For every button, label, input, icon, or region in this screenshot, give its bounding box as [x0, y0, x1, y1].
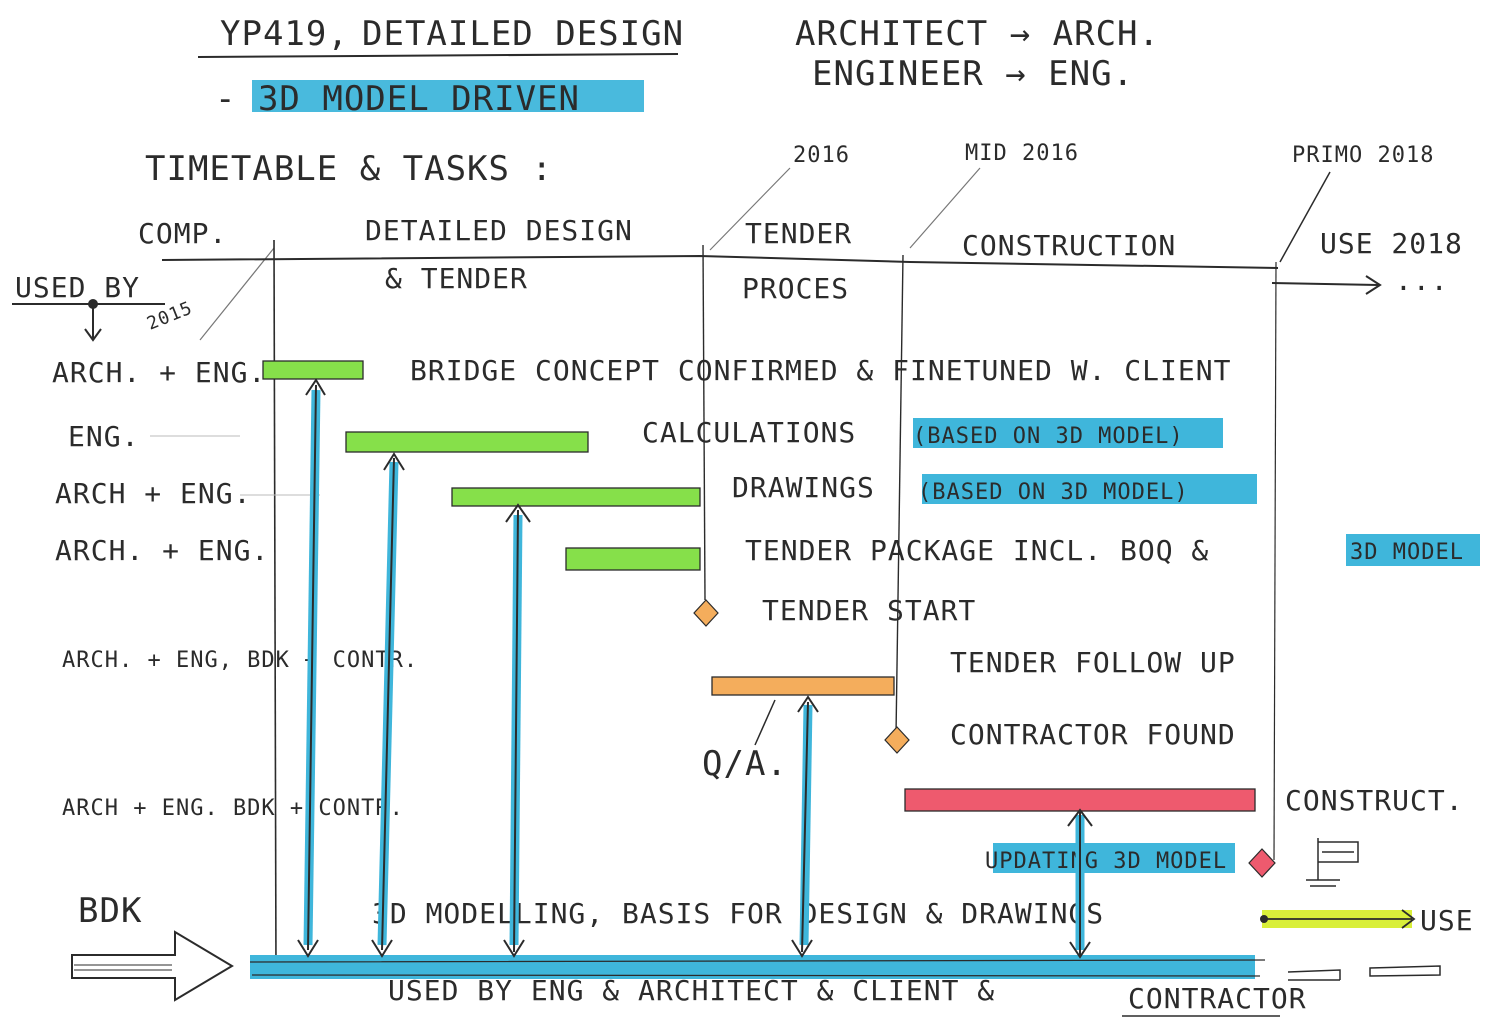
task-bridge-concept: BRIDGE CONCEPT CONFIRMED & FINETUNED W. …	[410, 354, 1231, 387]
connector-arrow-1	[297, 378, 326, 958]
qa-pointer	[754, 699, 776, 746]
subtitle: - 3D MODEL DRIVEN	[215, 79, 580, 119]
bar-bridge-concept-outline	[262, 360, 364, 380]
actor-row-1: ARCH. + ENG.	[52, 356, 266, 389]
bar-calculations-outline	[345, 431, 589, 453]
actor-row-2: ENG.	[68, 420, 139, 453]
bdk-arrow-fill-lines	[74, 964, 172, 971]
task-contractor-found: CONTRACTOR FOUND	[950, 718, 1236, 751]
actor-row-8: ARCH + ENG. BDK + CONTR.	[62, 796, 404, 821]
highlight-3d-model-driven	[252, 80, 644, 112]
phase-detailed-design: DETAILED DESIGN	[365, 214, 633, 247]
use-arrow-head	[1365, 275, 1382, 295]
abbrev-architect: ARCHITECT → ARCH.	[795, 14, 1160, 54]
milestone-diamond-use	[1248, 848, 1276, 878]
task-tender-package-note: 3D MODEL	[1350, 540, 1464, 565]
bridge-sketch-icon-1	[1287, 969, 1341, 981]
phase-comp: COMP.	[138, 217, 227, 250]
timetable-heading: TIMETABLE & TASKS :	[145, 149, 553, 189]
bar-bridge-concept	[263, 361, 363, 379]
bar-drawings-outline	[451, 487, 701, 507]
bdk-input-arrow	[71, 930, 234, 1002]
task-tender-package: TENDER PACKAGE INCL. BOQ &	[745, 534, 1209, 567]
bar-tender-follow-up-outline	[711, 676, 895, 696]
finish-flag-icon	[1306, 838, 1359, 887]
timeline-axis	[161, 254, 1279, 269]
task-tender-follow-up: TENDER FOLLOW UP	[950, 646, 1236, 679]
bridge-sketch-icon-2	[1369, 965, 1441, 977]
use-start-dot	[1260, 915, 1268, 923]
milestone-diamond-contractor-found	[884, 726, 910, 754]
model-connector-arrows	[297, 378, 1093, 959]
use-arrow	[1262, 909, 1416, 929]
divider-primo-2018	[1273, 261, 1277, 861]
abbrev-engineer: ENGINEER → ENG.	[812, 54, 1134, 94]
bar-calculations	[346, 432, 588, 452]
milestone-2016: 2016	[793, 143, 850, 168]
task-drawings: DRAWINGS	[732, 471, 875, 504]
phase-continuation-dots: ...	[1395, 264, 1449, 297]
highlight-3d-model-note	[1346, 534, 1480, 566]
highlight-calc-note	[913, 418, 1223, 448]
bottom-used-by-label: USED BY ENG & ARCHITECT & CLIENT &	[388, 974, 995, 1007]
phase-use-2018: USE 2018	[1320, 227, 1463, 260]
page-title: DETAILED DESIGN	[362, 14, 684, 54]
bottom-modelling-label: 3D MODELLING, BASIS FOR DESIGN & DRAWING…	[372, 897, 1104, 930]
use-arrow-line	[1271, 282, 1379, 286]
used-by-down-arrow	[84, 304, 102, 342]
connector-arrow-4	[791, 695, 819, 958]
task-updating-3d-model: UPDATING 3D MODEL	[985, 849, 1227, 874]
milestone-pointer-2015	[199, 247, 275, 341]
task-construct: CONSTRUCT.	[1285, 784, 1464, 817]
milestone-pointer-2016	[709, 167, 791, 251]
bar-construction	[905, 789, 1255, 811]
actor-row-4: ARCH. + ENG.	[55, 534, 269, 567]
milestone-mid-2016: MID 2016	[965, 141, 1079, 166]
bottom-use-label: USE	[1420, 904, 1474, 937]
bar-tender-package-outline	[565, 547, 701, 571]
connector-arrow-5	[1067, 808, 1093, 959]
bar-tender-follow-up	[712, 677, 894, 695]
divider-2015	[273, 239, 277, 976]
bar-3d-modelling-outline	[249, 959, 1266, 977]
project-code: YP419,	[220, 14, 349, 54]
title-underline	[197, 53, 679, 58]
task-calculations: CALCULATIONS	[642, 416, 856, 449]
milestone-primo-2018: PRIMO 2018	[1292, 143, 1434, 168]
task-tender-start: TENDER START	[762, 594, 976, 627]
task-calculations-note: (BASED ON 3D MODEL)	[913, 424, 1184, 449]
phase-tender: TENDER	[745, 217, 852, 250]
milestone-pointer-primo-2018	[1279, 171, 1331, 263]
bottom-bdk-label: BDK	[78, 891, 142, 931]
milestone-diamond-tender-start	[693, 599, 719, 627]
actor-row-6: ARCH. + ENG, BDK + CONTR.	[62, 648, 418, 673]
highlight-drawings-note	[922, 474, 1257, 504]
bar-tender-package	[566, 548, 700, 570]
qa-label: Q/A.	[702, 744, 788, 784]
phase-construction: CONSTRUCTION	[962, 229, 1176, 262]
divider-mid-2016	[895, 254, 904, 736]
connector-arrow-2	[371, 452, 405, 958]
phase-proces: PROCES	[742, 272, 849, 305]
bar-drawings	[452, 488, 700, 506]
connector-arrow-3	[503, 503, 531, 958]
bottom-contractor-label: CONTRACTOR	[1128, 982, 1307, 1015]
highlight-updating-model	[993, 843, 1235, 873]
milestone-pointer-mid-2016	[909, 167, 981, 249]
used-by-label: USED BY	[15, 271, 140, 304]
actor-row-3: ARCH + ENG.	[55, 477, 251, 510]
task-drawings-note: (BASED ON 3D MODEL)	[918, 480, 1189, 505]
phase-and-tender: & TENDER	[385, 262, 528, 295]
divider-2016	[702, 244, 706, 601]
